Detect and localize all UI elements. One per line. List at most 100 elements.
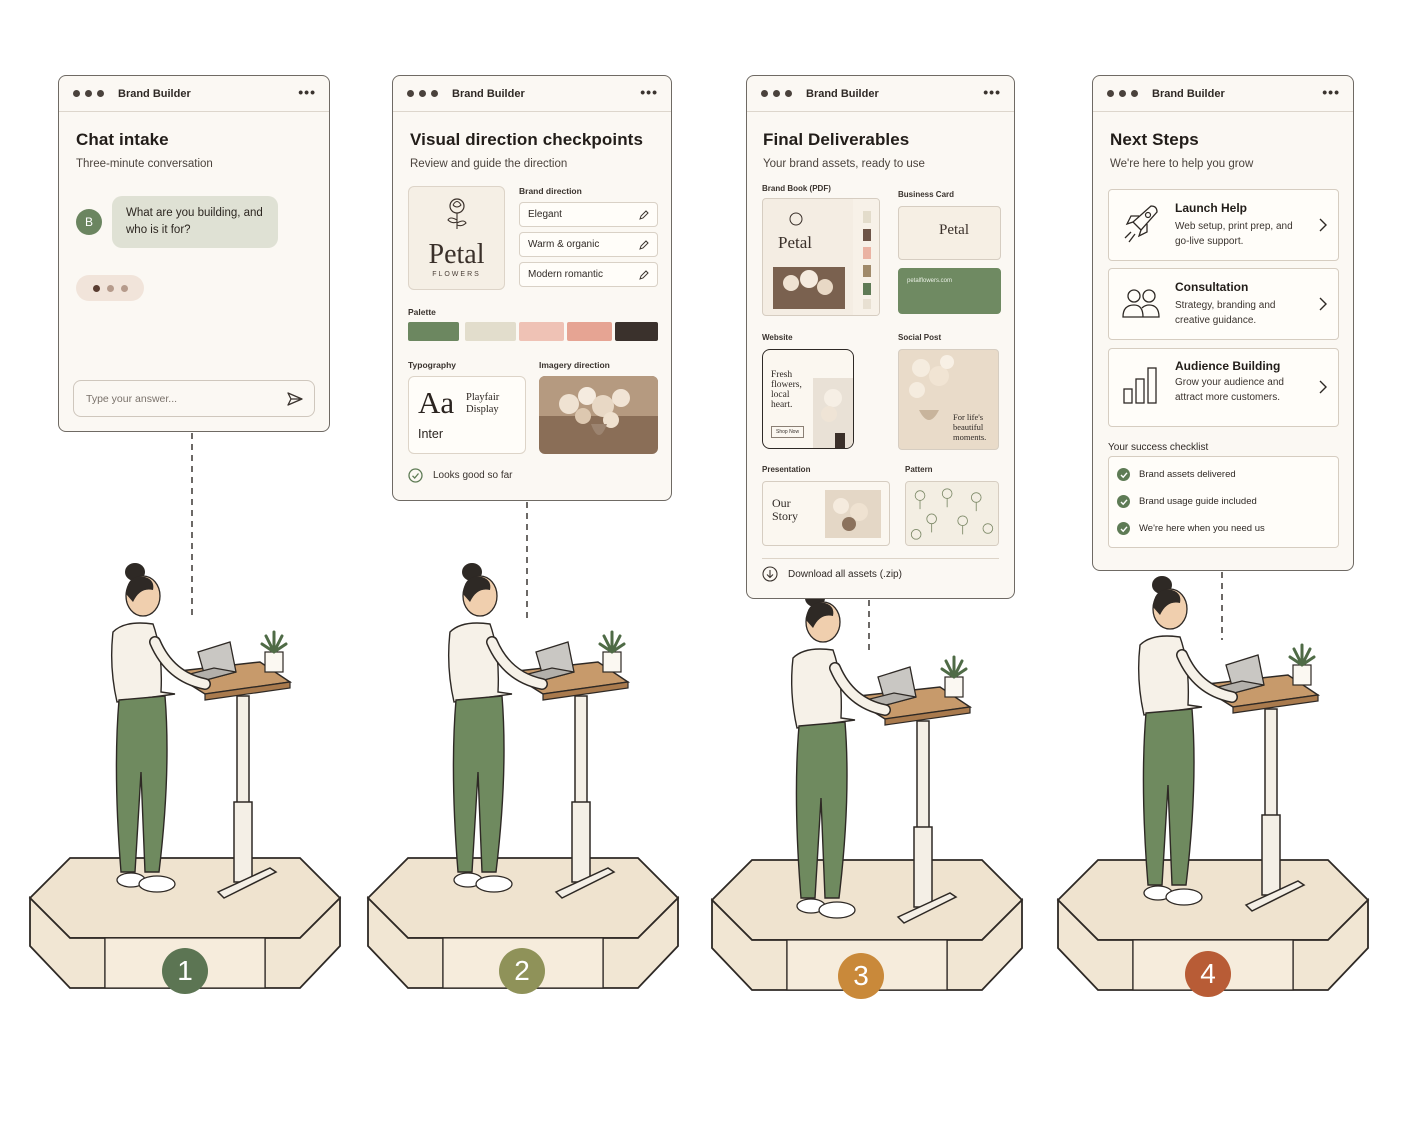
window-titlebar: Brand Builder •••: [1093, 76, 1353, 112]
type-sample: Aa: [418, 385, 455, 420]
divider: [762, 558, 999, 559]
service-description: Grow your audience and attract more cust…: [1175, 377, 1284, 403]
chevron-right-icon[interactable]: [1318, 380, 1328, 394]
step-number-1: 1: [162, 948, 208, 994]
page-subtitle: Your brand assets, ready to use: [763, 158, 925, 170]
social-post-image: [909, 355, 954, 420]
website-shop-button: Shop Now: [771, 426, 805, 438]
check-circle-icon: [408, 468, 423, 483]
presentation-title: Our Story: [772, 496, 799, 523]
logo-wordmark: Petal: [428, 239, 485, 270]
page-title: Chat intake: [76, 130, 169, 149]
status-text: Looks good so far: [433, 470, 513, 481]
app-title: Brand Builder: [118, 87, 191, 100]
service-audience-building[interactable]: Audience Building Grow your audience and…: [1108, 348, 1339, 427]
website-flower-image: [813, 378, 853, 448]
service-description: Strategy, branding and creative guidance…: [1175, 300, 1276, 326]
direction-label: Elegant: [528, 209, 562, 220]
checklist-text: Brand usage guide included: [1139, 496, 1257, 507]
window-controls[interactable]: [761, 90, 792, 97]
service-launch-help[interactable]: Launch Help Web setup, print prep, and g…: [1108, 189, 1339, 261]
app-title: Brand Builder: [1152, 87, 1225, 100]
presentation-thumbnail[interactable]: Our Story: [762, 481, 890, 546]
direction-modern-romantic[interactable]: Modern romantic: [519, 262, 658, 287]
palette-label: Palette: [408, 307, 436, 317]
page-title: Final Deliverables: [763, 130, 910, 149]
business-card-back[interactable]: petalflowers.com: [898, 268, 1001, 314]
serif-font-name: Playfair Display: [466, 392, 500, 415]
service-title: Launch Help: [1175, 201, 1248, 215]
success-checklist: Brand assets delivered Brand usage guide…: [1108, 456, 1339, 548]
visual-direction-window: Brand Builder ••• Visual direction check…: [392, 75, 672, 501]
brand-book-art: [773, 199, 879, 315]
pencil-icon[interactable]: [639, 210, 649, 220]
final-deliverables-window: Brand Builder ••• Final Deliverables You…: [746, 75, 1015, 599]
palette-swatch-2[interactable]: [465, 322, 516, 341]
window-titlebar: Brand Builder •••: [747, 76, 1014, 112]
checklist-text: We're here when you need us: [1139, 523, 1265, 534]
page-subtitle: Review and guide the direction: [410, 158, 568, 170]
more-menu-icon[interactable]: •••: [640, 84, 658, 100]
checklist-item: Brand assets delivered: [1117, 468, 1236, 481]
message-bubble: What are you building, and who is it for…: [112, 196, 278, 248]
check-icon: [1117, 468, 1130, 481]
checklist-text: Brand assets delivered: [1139, 469, 1236, 480]
typing-indicator: [76, 275, 144, 301]
social-post-caption: For life's beautiful moments.: [953, 412, 987, 442]
direction-elegant[interactable]: Elegant: [519, 202, 658, 227]
service-title: Audience Building: [1175, 359, 1281, 373]
brand-direction-label: Brand direction: [519, 186, 582, 196]
answer-input-placeholder: Type your answer...: [86, 392, 178, 405]
next-steps-window: Brand Builder ••• Next Steps We're here …: [1092, 75, 1354, 571]
website-mockup[interactable]: Fresh flowers, local heart. Shop Now: [762, 349, 854, 449]
imagery-photo[interactable]: [539, 376, 658, 454]
more-menu-icon[interactable]: •••: [1322, 84, 1340, 100]
social-post-thumbnail[interactable]: For life's beautiful moments.: [898, 349, 999, 450]
page-title: Next Steps: [1110, 130, 1199, 149]
window-controls[interactable]: [1107, 90, 1138, 97]
direction-label: Warm & organic: [528, 239, 600, 250]
more-menu-icon[interactable]: •••: [298, 84, 316, 100]
brand-book-wordmark: Petal: [778, 233, 812, 252]
pattern-thumbnail[interactable]: [905, 481, 999, 546]
business-card-front[interactable]: Petal: [898, 206, 1001, 260]
direction-warm-organic[interactable]: Warm & organic: [519, 232, 658, 257]
page-subtitle: We're here to help you grow: [1110, 158, 1254, 170]
chevron-right-icon[interactable]: [1318, 297, 1328, 311]
website-label: Website: [762, 333, 793, 342]
typography-preview[interactable]: Aa Playfair Display Inter: [408, 376, 526, 454]
logo-preview[interactable]: Petal FLOWERS: [408, 186, 505, 290]
pattern-label: Pattern: [905, 465, 933, 474]
step-number-2: 2: [499, 948, 545, 994]
download-all-button[interactable]: Download all assets (.zip): [762, 566, 902, 582]
social-post-label: Social Post: [898, 333, 942, 342]
window-controls[interactable]: [407, 90, 438, 97]
status-row: Looks good so far: [408, 468, 513, 483]
palette-swatch-3[interactable]: [519, 322, 564, 341]
pencil-icon[interactable]: [639, 240, 649, 250]
pencil-icon[interactable]: [639, 270, 649, 280]
window-titlebar: Brand Builder •••: [393, 76, 671, 112]
business-card-url: petalflowers.com: [907, 278, 953, 284]
direction-label: Modern romantic: [528, 269, 604, 280]
window-titlebar: Brand Builder •••: [59, 76, 329, 112]
checklist-item: We're here when you need us: [1117, 522, 1265, 535]
people-icon: [1122, 289, 1160, 318]
chevron-right-icon[interactable]: [1318, 218, 1328, 232]
window-controls[interactable]: [73, 90, 104, 97]
service-consultation[interactable]: Consultation Strategy, branding and crea…: [1108, 268, 1339, 340]
check-icon: [1117, 495, 1130, 508]
checklist-label: Your success checklist: [1108, 442, 1209, 453]
answer-input[interactable]: Type your answer...: [73, 380, 315, 417]
palette-swatch-5[interactable]: [615, 322, 658, 341]
palette-swatch-4[interactable]: [567, 322, 612, 341]
more-menu-icon[interactable]: •••: [983, 84, 1001, 100]
bar-chart-icon: [1123, 367, 1157, 404]
brand-book-thumbnail[interactable]: Petal: [762, 198, 880, 316]
business-card-label: Business Card: [898, 190, 955, 199]
palette-swatch-1[interactable]: [408, 322, 459, 341]
send-icon[interactable]: [287, 391, 303, 407]
check-icon: [1117, 522, 1130, 535]
app-title: Brand Builder: [806, 87, 879, 100]
